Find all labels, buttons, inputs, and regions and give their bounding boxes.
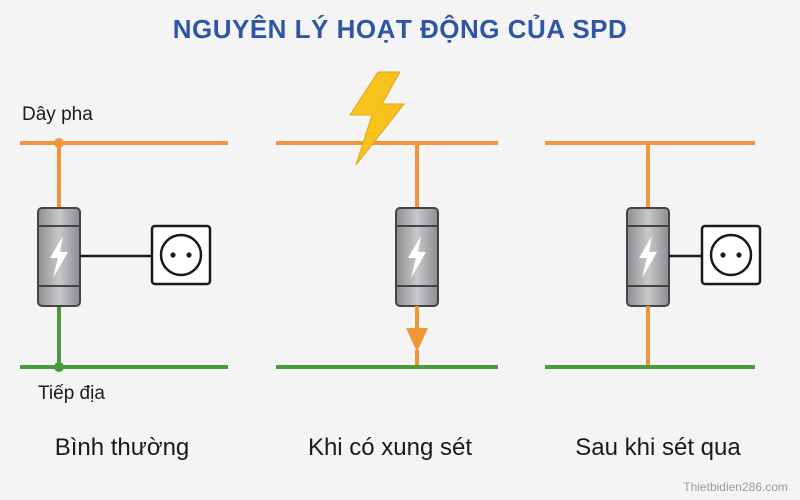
page-title: NGUYÊN LÝ HOẠT ĐỘNG CỦA SPD <box>172 14 628 44</box>
spd-device <box>626 207 670 307</box>
ground-junction <box>54 362 64 372</box>
panel-surge <box>276 71 498 369</box>
watermark: Thietbidien286.com <box>683 480 788 494</box>
surge-arrow-icon <box>406 328 428 352</box>
caption-normal: Bình thường <box>54 434 190 461</box>
phase-wire-label: Dây pha <box>22 104 93 125</box>
caption-after: Sau khi sét qua <box>575 434 741 461</box>
ground-wire-label: Tiếp địa <box>38 383 105 404</box>
lightning-bolt-icon <box>50 236 68 278</box>
panel-normal <box>20 138 228 372</box>
spd-device <box>395 207 439 307</box>
caption-surge: Khi có xung sét <box>307 434 473 461</box>
panel-after <box>545 141 762 369</box>
power-outlet-icon <box>150 224 212 286</box>
lightning-bolt-icon <box>408 236 426 278</box>
lightning-strike-icon <box>349 71 406 166</box>
lightning-bolt-icon <box>639 236 657 278</box>
power-outlet-icon <box>700 224 762 286</box>
spd-device <box>37 207 81 307</box>
